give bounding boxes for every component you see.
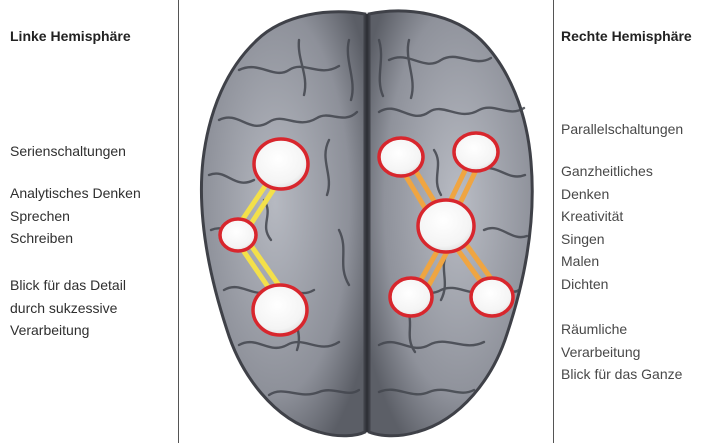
right-group-1: Parallelschaltungen [561,118,683,141]
right-item: Verarbeitung [561,341,682,364]
node-right-bottom-right [471,278,513,316]
right-item: Dichten [561,273,653,296]
right-item: Blick für das Ganze [561,363,682,386]
right-item: Parallelschaltungen [561,118,683,141]
left-group-3: Blick für das Detail durch sukzessive Ve… [10,274,126,342]
left-hemisphere-column: Linke Hemisphäre Serienschaltungen Analy… [0,0,178,443]
node-right-top-right [454,133,498,171]
node-left-bottom [253,285,307,335]
left-heading: Linke Hemisphäre [10,28,131,44]
left-item: Serienschaltungen [10,140,126,163]
brain-diagram [179,0,553,443]
node-right-center [418,200,474,252]
node-left-middle [220,219,256,251]
right-group-2: Ganzheitliches Denken Kreativität Singen… [561,160,653,295]
right-item: Kreativität [561,205,653,228]
right-group-3: Räumliche Verarbeitung Blick für das Gan… [561,318,682,386]
right-item: Malen [561,250,653,273]
right-item: Räumliche [561,318,682,341]
right-item: Denken [561,183,653,206]
left-item: Sprechen [10,205,141,228]
left-item: Analytisches Denken [10,182,141,205]
left-item: Schreiben [10,227,141,250]
node-right-top-left [379,138,423,176]
right-item: Singen [561,228,653,251]
right-item: Ganzheitliches [561,160,653,183]
brain-illustration-icon [179,0,553,443]
right-hemisphere-column: Rechte Hemisphäre Parallelschaltungen Ga… [553,0,724,443]
node-right-bottom-left [390,278,432,316]
left-group-1: Serienschaltungen [10,140,126,163]
left-group-2: Analytisches Denken Sprechen Schreiben [10,182,141,250]
left-item: Blick für das Detail [10,274,126,297]
right-heading: Rechte Hemisphäre [561,28,692,44]
left-item: Verarbeitung [10,319,126,342]
node-left-top [254,139,308,189]
left-item: durch sukzessive [10,297,126,320]
